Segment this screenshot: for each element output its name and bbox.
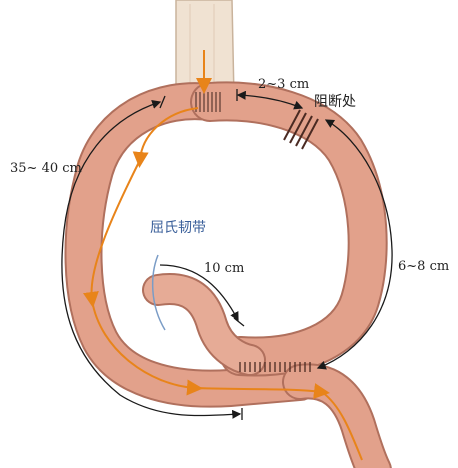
staple-line-top [196, 92, 220, 112]
label-gap-distance: 2~3 cm [258, 77, 309, 92]
label-obstruction: 阻断处 [314, 94, 356, 110]
ligament-segment-fill [158, 289, 250, 360]
right-loop-fill [210, 101, 368, 356]
label-treitz-ligament: 屈氏韧带 [150, 220, 206, 236]
intestine-loop [84, 101, 374, 468]
label-left-limb-length: 35~ 40 cm [10, 161, 82, 176]
label-right-limb-length: 6~8 cm [398, 259, 449, 274]
staple-line-anastomosis [240, 362, 310, 372]
label-ligament-distance: 10 cm [204, 261, 244, 276]
